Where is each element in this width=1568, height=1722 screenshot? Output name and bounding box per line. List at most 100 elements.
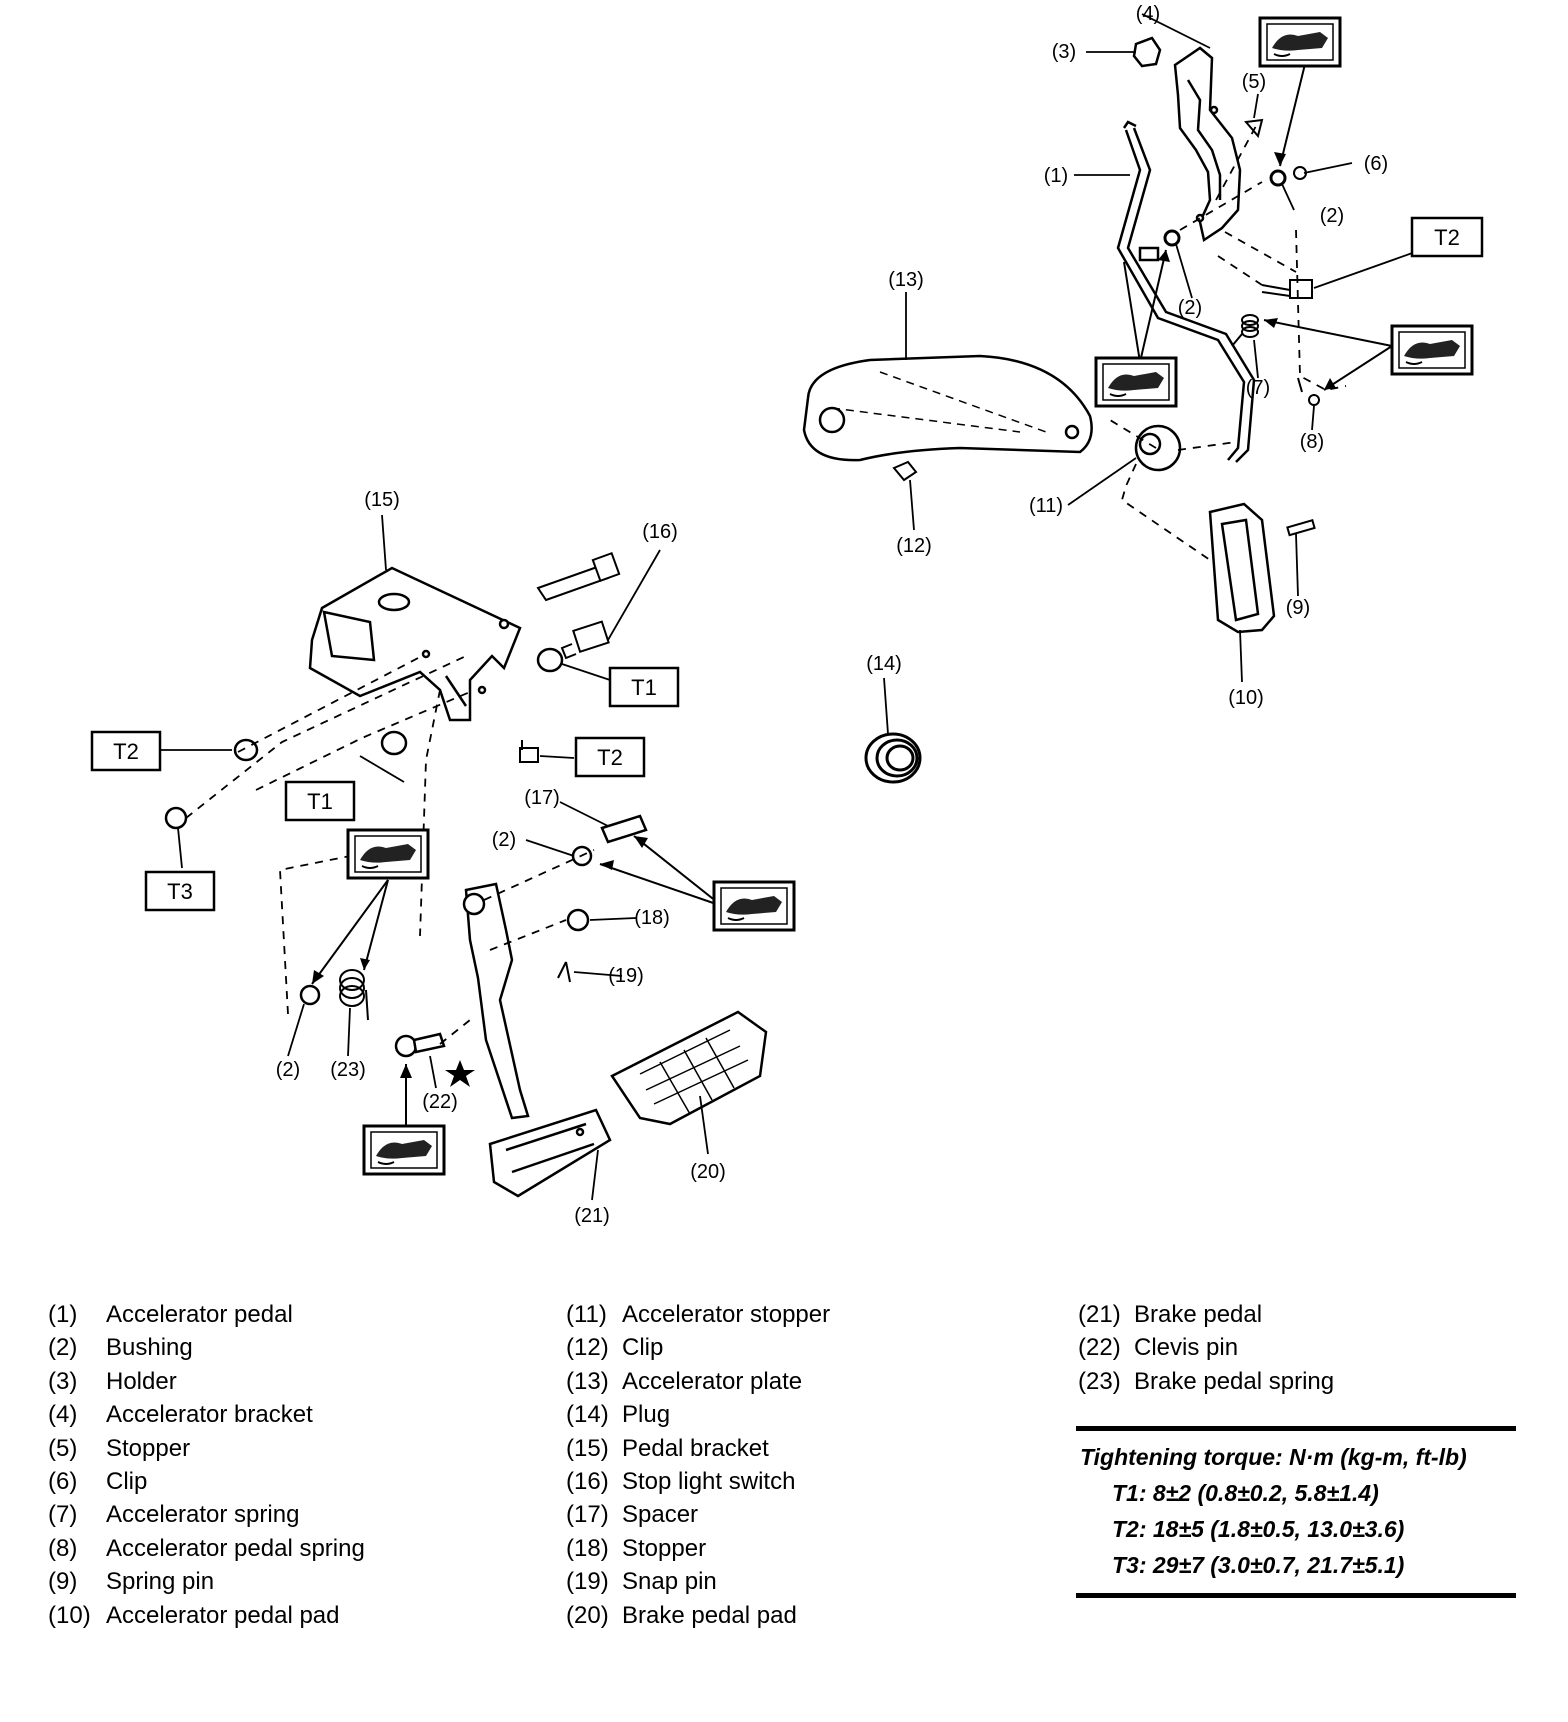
grease-application-icon: [1094, 356, 1178, 408]
callout-23: (23): [330, 1059, 366, 1081]
legend-item: (11) Accelerator stopper: [566, 1298, 830, 1331]
legend-item-number: (14): [566, 1401, 609, 1429]
legend-item-name: Accelerator stopper: [622, 1301, 831, 1328]
legend-item: (16) Stop light switch: [566, 1465, 830, 1498]
legend-item-number: (23): [1078, 1367, 1121, 1395]
callout-22: (22): [422, 1091, 458, 1113]
callout-18: (18): [634, 907, 670, 929]
callout-12: (12): [896, 535, 932, 557]
legend-item-name: Brake pedal: [1134, 1301, 1263, 1328]
legend-item: (20)Brake pedal pad: [566, 1599, 830, 1632]
callout-5: (5): [1242, 71, 1266, 93]
legend-item-name: Accelerator pedal: [106, 1301, 293, 1328]
legend-item: (13) Accelerator plate: [566, 1365, 830, 1398]
legend-item-number: (5): [48, 1434, 78, 1462]
legend-item-number: (16): [566, 1468, 609, 1496]
legend-item: (14)Plug: [566, 1398, 830, 1431]
legend-item-name: Bushing: [106, 1334, 193, 1362]
legend-item: (15) Pedal bracket: [566, 1432, 830, 1465]
legend-item: (17)Spacer: [566, 1498, 830, 1531]
star-icon: [445, 1060, 475, 1087]
legend-item: (2) Bushing: [48, 1331, 365, 1364]
legend-item-name: Brake pedal pad: [622, 1601, 797, 1629]
plug: [864, 732, 922, 784]
callout-6: (6): [1364, 153, 1388, 175]
legend-item-name: Spring pin: [106, 1568, 215, 1596]
callout-10: (10): [1228, 687, 1264, 709]
grease-application-icon: [1390, 324, 1474, 376]
legend-item: (6)Clip: [48, 1465, 365, 1498]
legend-item: (19)Snap pin: [566, 1565, 830, 1598]
clevis-pin: [394, 1032, 446, 1058]
callout-labels: (4) (3) (5) (6) (1) (2) (2) (13) (7) (8)…: [276, 3, 1388, 1227]
legend-item: (22) Clevis pin: [1078, 1331, 1334, 1364]
legend-item-name: Accelerator bracket: [106, 1401, 313, 1429]
legend-item-number: (6): [48, 1468, 78, 1496]
legend-item: (21)Brake pedal: [1078, 1298, 1334, 1331]
clip-12: [892, 460, 918, 482]
callout-20: (20): [690, 1161, 726, 1183]
callout-4: (4): [1136, 3, 1160, 25]
stopper-18: [566, 908, 590, 932]
legend-item: (1)Accelerator pedal: [48, 1298, 365, 1331]
grease-application-icon: [362, 1124, 446, 1176]
accelerator-stopper: [1134, 424, 1182, 472]
accelerator-plate: [802, 354, 1093, 462]
legend-item-name: Brake pedal spring: [1134, 1367, 1335, 1395]
legend-item-name: Accelerator pedal spring: [106, 1534, 365, 1562]
legend-item-number: (13): [566, 1367, 609, 1395]
callout-16: (16): [642, 521, 678, 543]
snap-pin: [557, 961, 571, 983]
torque-spec-t2: T2: 18±5 (1.8±0.5, 13.0±3.6): [1112, 1516, 1405, 1542]
leader-lines: [160, 13, 1419, 1201]
callout-2: (2): [492, 829, 516, 851]
holder: [1132, 36, 1162, 68]
brake-pedal-pad: [610, 1010, 768, 1126]
torque-tag-labels: T2 T1 T2 T2 T1 T3: [113, 225, 1460, 904]
legend-item-name: Clevis pin: [1134, 1334, 1239, 1362]
brake-pedal-spring: [339, 969, 369, 1021]
legend-item-number: (15): [566, 1434, 609, 1462]
callout-9: (9): [1286, 597, 1310, 619]
legend-item-number: (12): [566, 1334, 609, 1362]
accelerator-pedal-spring: [1297, 377, 1320, 406]
legend-item-name: Stopper: [106, 1434, 191, 1462]
torque-spec-t3: T3: 29±7 (3.0±0.7, 21.7±5.1): [1112, 1552, 1405, 1578]
legend-item-number: (18): [566, 1534, 609, 1562]
legend-item-number: (11): [566, 1301, 607, 1328]
legend-item-number: (2): [48, 1334, 78, 1362]
legend-item-name: Holder: [106, 1367, 177, 1395]
legend-item: (8)Accelerator pedal spring: [48, 1532, 365, 1565]
legend-column-3: (21)Brake pedal (22) Clevis pin (23) Brake p…: [1078, 1298, 1334, 1398]
arrow-heads: [312, 152, 1336, 1078]
torque-tag-t2: T2: [597, 745, 623, 770]
callout-13: (13): [888, 269, 924, 291]
torque-tag-t1: T1: [631, 675, 657, 700]
bracket-long-bolt: [536, 551, 621, 602]
callout-7: (7): [1246, 377, 1270, 399]
legend-item: (23) Brake pedal spring: [1078, 1365, 1334, 1398]
accelerator-spring: [1231, 314, 1259, 347]
exploded-view-diagram: T2 T1 T2 T2 T1 T3 (4) (3) (5) (6) (1) (2…: [90, 3, 1484, 1227]
callout-19: (19): [608, 965, 644, 987]
legend-item-name: Spacer: [622, 1501, 699, 1529]
legend-item-number: (3): [48, 1367, 78, 1395]
legend-item-number: (10): [48, 1601, 91, 1629]
legend-item-name: Accelerator pedal pad: [106, 1601, 340, 1629]
legend-item: (3) Holder: [48, 1365, 365, 1398]
legend-item-name: Pedal bracket: [622, 1434, 769, 1462]
legend-item-name: Accelerator plate: [622, 1367, 803, 1395]
callout-14: (14): [866, 653, 902, 675]
grease-arrows: [311, 59, 1393, 1130]
spring-pin: [1286, 519, 1316, 537]
accelerator-pedal-arm: [1116, 120, 1256, 463]
bracket-bolt: [1261, 279, 1313, 299]
legend-item-number: (22): [1078, 1334, 1121, 1362]
legend-item-name: Stop light switch: [622, 1468, 796, 1496]
grease-application-icon: [1258, 16, 1342, 68]
legend-item-name: Snap pin: [622, 1568, 717, 1596]
torque-tag-boxes: [90, 216, 1484, 912]
legend-item: (12)Clip: [566, 1331, 830, 1364]
legend-item-name: Accelerator spring: [106, 1501, 300, 1529]
callout-1: (1): [1044, 165, 1068, 187]
